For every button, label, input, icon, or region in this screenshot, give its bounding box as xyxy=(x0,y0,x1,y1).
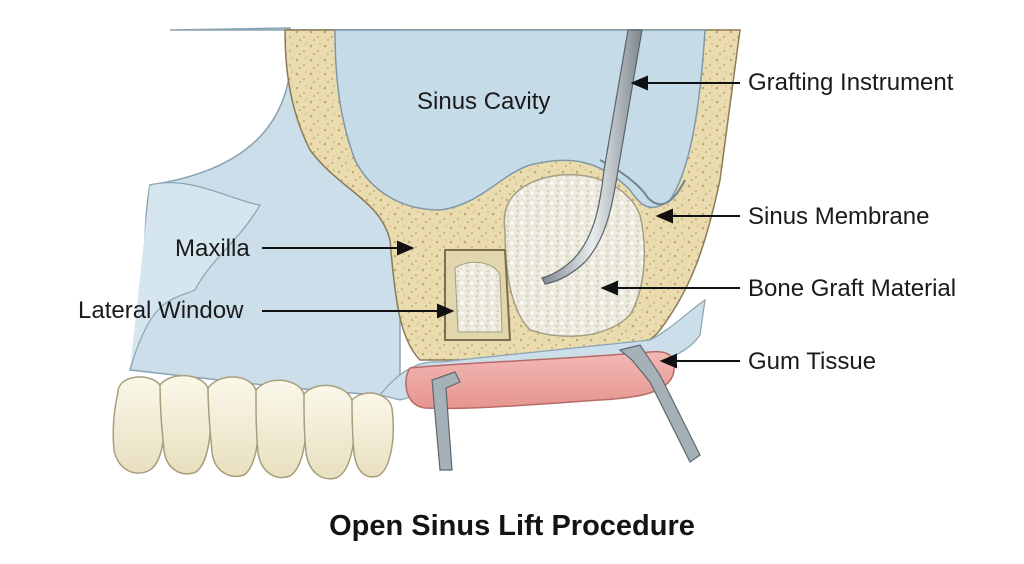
label-gum-tissue: Gum Tissue xyxy=(748,348,877,375)
lateral-window-graft xyxy=(454,261,503,333)
retractor-right xyxy=(618,344,701,463)
label-sinus-membrane: Sinus Membrane xyxy=(748,203,930,230)
leader-lines xyxy=(262,75,740,369)
arrowhead-sinus-membrane xyxy=(655,208,673,224)
grafting-instrument-shaft xyxy=(541,29,643,285)
label-maxilla: Maxilla xyxy=(175,235,250,262)
retractor-left xyxy=(431,371,461,471)
cheek-bone-ridge xyxy=(129,182,261,371)
diagram-title: Open Sinus Lift Procedure xyxy=(329,510,695,542)
arrowhead-maxilla xyxy=(397,240,415,256)
label-lateral-window: Lateral Window xyxy=(78,297,244,324)
label-bone-graft-material: Bone Graft Material xyxy=(748,275,957,302)
label-sinus-cavity: Sinus Cavity xyxy=(417,88,551,115)
teeth-row xyxy=(112,374,394,480)
arrowhead-bone-graft xyxy=(600,280,618,296)
arrowhead-grafting-instrument xyxy=(630,75,648,91)
arrowhead-lateral-window xyxy=(437,303,455,319)
label-grafting-instrument: Grafting Instrument xyxy=(748,69,954,96)
bone-graft-mound xyxy=(503,173,646,337)
arrowhead-gum-tissue xyxy=(659,353,677,369)
